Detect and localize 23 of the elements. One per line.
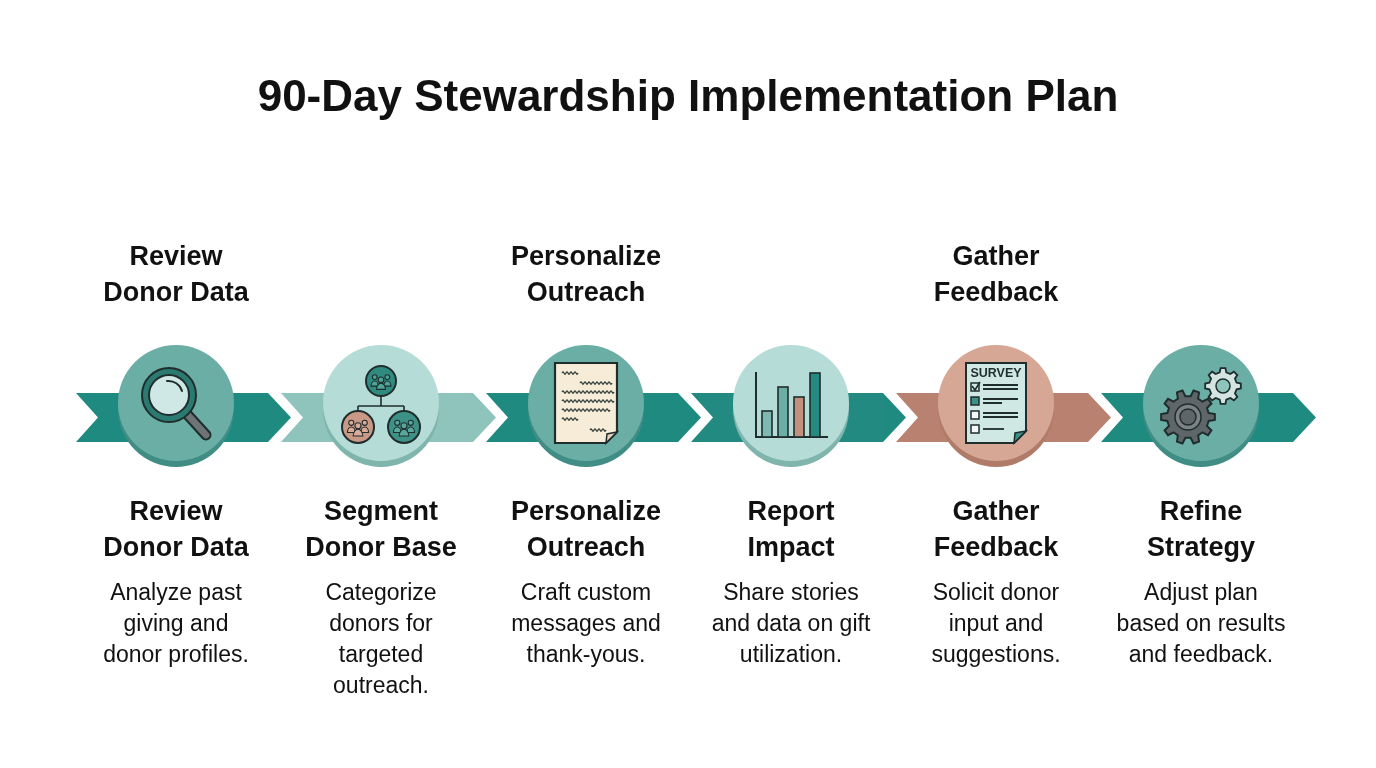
step-heading: Gather Feedback [932,240,1060,309]
step-description: Analyze past giving and donor profiles. [102,578,250,669]
chevron-arrow [1293,393,1316,442]
step-title: Gather Feedback [932,495,1060,564]
chevron-arrow [678,393,701,442]
step-title: Refine Strategy [1145,495,1256,564]
chevron-arrow [473,393,496,442]
step-title: Personalize Outreach [509,495,663,564]
step-description: Categorize donors for targeted outreach. [324,578,438,700]
chevron-arrow [883,393,906,442]
form-heading: SURVEY [970,367,1022,381]
step-heading: Personalize Outreach [509,240,663,309]
step-title: Review Donor Data [102,495,250,564]
chevron-arrow [268,393,291,442]
step-title: Report Impact [746,495,836,564]
step-description: Share stories and data on gift utilization. [710,578,872,669]
step-description: Solicit donor input and suggestions. [930,578,1062,669]
step-title: Segment Donor Base [304,495,458,564]
chevron-arrow [1088,393,1111,442]
step-description: Adjust plan based on results and feedback. [1115,578,1287,669]
step-description: Craft custom messages and thank-yous. [510,578,662,669]
step-heading: Review Donor Data [102,240,250,309]
diagram-title: 90-Day Stewardship Implementation Plan [257,70,1119,122]
